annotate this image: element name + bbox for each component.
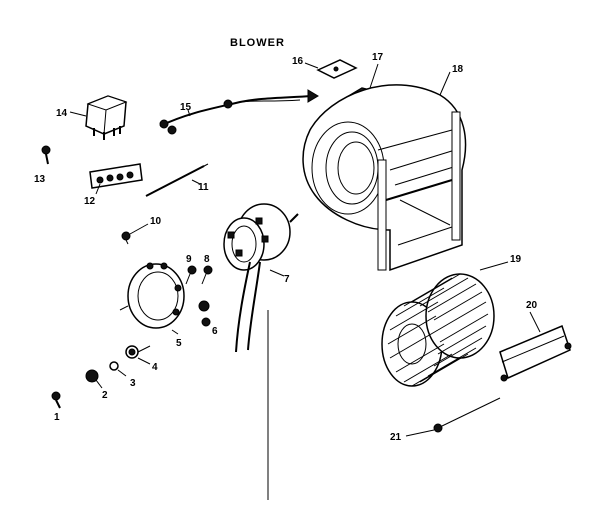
callout-20: 20	[526, 300, 538, 311]
callout-2: 2	[102, 390, 108, 401]
callout-1: 1	[54, 412, 60, 423]
callout-15: 15	[180, 102, 192, 113]
callout-21: 21	[390, 432, 402, 443]
part-19-blower-wheel	[381, 261, 509, 387]
part-3-washer	[109, 361, 127, 377]
callout-6: 6	[212, 326, 218, 337]
callout-7: 7	[284, 274, 290, 285]
part-4-bushing	[125, 345, 151, 365]
callout-19: 19	[510, 254, 522, 265]
part-7-motor	[223, 203, 299, 500]
part-16-plate	[304, 59, 358, 79]
callout-8: 8	[204, 254, 210, 265]
callout-18: 18	[452, 64, 464, 75]
part-9-clip	[185, 265, 197, 285]
part-5-mounting-ring	[119, 262, 185, 335]
diagram-title: BLOWER	[230, 37, 285, 49]
part-18-blower-housing	[302, 71, 467, 272]
part-15-wire-harness	[159, 89, 319, 135]
callout-4: 4	[152, 362, 158, 373]
callout-11: 11	[198, 182, 209, 193]
callout-3: 3	[130, 378, 136, 389]
part-10-bolt	[121, 223, 149, 245]
part-2-grommet	[85, 369, 103, 389]
callout-5: 5	[176, 338, 182, 349]
part-11-rod	[145, 163, 209, 197]
part-20-cutoff-plate	[499, 311, 572, 382]
part-8-clip	[201, 265, 213, 285]
callout-13: 13	[34, 174, 46, 185]
part-13-screw	[41, 145, 51, 165]
callout-9: 9	[186, 254, 192, 265]
callout-17: 17	[372, 52, 384, 63]
callout-16: 16	[292, 56, 304, 67]
callout-12: 12	[84, 196, 96, 207]
part-21-screw	[405, 397, 501, 437]
part-6-nut	[198, 300, 211, 327]
callout-14: 14	[56, 108, 68, 119]
wheel-blades	[387, 277, 489, 383]
part-1-screw	[51, 391, 61, 409]
part-12-terminal-strip	[89, 163, 143, 195]
callout-10: 10	[150, 216, 162, 227]
part-14-capacitor	[69, 95, 128, 140]
